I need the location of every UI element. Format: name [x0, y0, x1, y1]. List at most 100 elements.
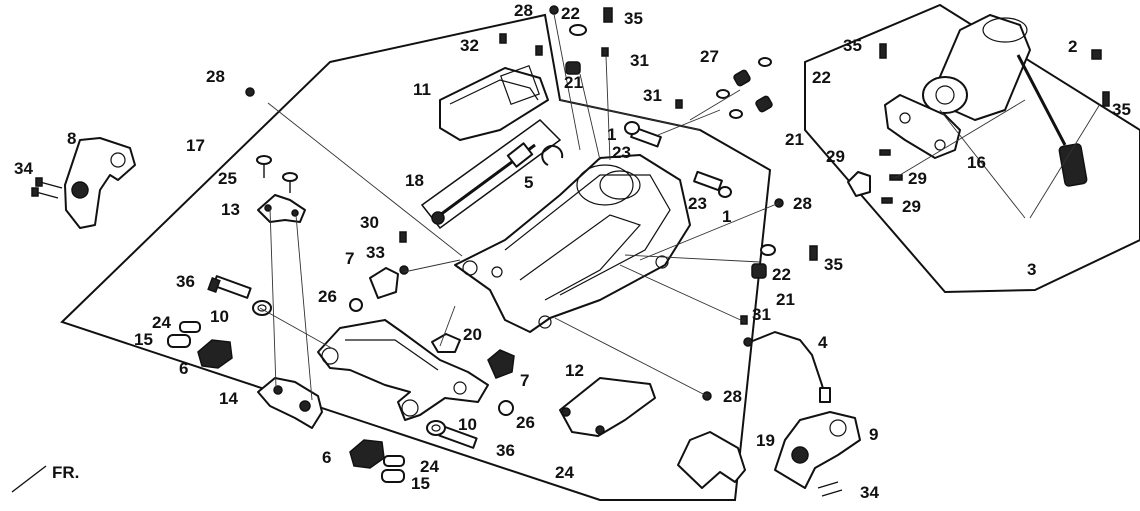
- bolt-part-35-top: [603, 7, 613, 23]
- callout-16: 16: [967, 153, 986, 172]
- washer-part-22-top: [569, 24, 587, 36]
- callout-34-left: 34: [14, 159, 33, 178]
- main-assembly-boundary: [60, 13, 772, 501]
- control-box-part-11: [439, 65, 549, 141]
- nut-part-26-top: [349, 298, 363, 312]
- bolts-part-25: [256, 155, 298, 193]
- motor-assembly: [884, 14, 1088, 187]
- washer-part-1-top: [624, 121, 640, 135]
- callout-7-top: 7: [345, 249, 354, 268]
- callout-30: 30: [360, 213, 379, 232]
- callout-labels: 1 1 2 3 4 5 6 6 7 7 8 9 10 10 11 12 13 1…: [14, 1, 1131, 502]
- clamp-part-13: [257, 194, 306, 223]
- callout-2: 2: [1068, 37, 1077, 56]
- bolt-part-35-right: [1102, 91, 1110, 107]
- callout-11: 11: [413, 80, 431, 99]
- callout-6-top: 6: [179, 359, 188, 378]
- callout-24-top: 24: [152, 313, 171, 332]
- bolt-part-2: [1091, 49, 1102, 60]
- fastener-part-29-c: [847, 171, 893, 204]
- front-direction-indicator: FR.: [11, 463, 79, 493]
- pin-part-15-bottom: [381, 469, 405, 483]
- nut-part-28-left: [245, 87, 255, 97]
- rubber-block-part-7-top: [369, 267, 399, 299]
- callout-28-bottom: 28: [723, 387, 742, 406]
- clip-part-20: [431, 333, 461, 353]
- washer-part-22-lower: [760, 244, 776, 256]
- callout-32: 32: [460, 36, 479, 55]
- cover-part-19: [677, 431, 746, 489]
- callout-29-c: 29: [902, 197, 921, 216]
- callout-3: 3: [1027, 260, 1036, 279]
- callout-35-right: 35: [1112, 100, 1131, 119]
- callout-35-motor: 35: [843, 36, 862, 55]
- callout-28-left: 28: [206, 67, 225, 86]
- bolt-part-23-right: [693, 170, 723, 192]
- bolt-part-35-lower: [809, 245, 818, 261]
- callout-31-lower: 31: [752, 305, 771, 324]
- washer-part-27: [716, 89, 743, 119]
- mount-part-6-bottom: [349, 439, 385, 469]
- pin-part-24-top: [179, 321, 201, 333]
- screws-part-32: [499, 33, 543, 56]
- spring-part-21-right: [733, 69, 773, 113]
- callout-22-top: 22: [561, 4, 580, 23]
- callout-21-top: 21: [564, 73, 583, 92]
- screws-part-34-left: [31, 177, 63, 199]
- bolt-part-30: [399, 231, 407, 243]
- nut-part-33: [399, 265, 409, 275]
- callout-1-right: 1: [722, 207, 731, 226]
- callout-23-right: 23: [688, 194, 707, 213]
- callout-6-bottom: 6: [322, 448, 331, 467]
- callout-5: 5: [524, 173, 533, 192]
- callout-10-bottom: 10: [458, 415, 477, 434]
- callout-8: 8: [67, 129, 76, 148]
- shaft-part-18: [420, 119, 562, 230]
- callout-7-bottom: 7: [520, 371, 529, 390]
- callout-36-top: 36: [176, 272, 195, 291]
- callout-25: 25: [218, 169, 237, 188]
- callout-20: 20: [463, 325, 482, 344]
- screw-part-31-lower: [740, 315, 748, 325]
- callout-22-lower: 22: [772, 265, 791, 284]
- callout-19: 19: [756, 431, 775, 450]
- pin-part-15-top: [167, 334, 191, 348]
- washer-part-1-right: [718, 186, 732, 198]
- callout-9: 9: [869, 425, 878, 444]
- callout-10-top: 10: [210, 307, 229, 326]
- bracket-part-8: [64, 137, 136, 229]
- callout-28-right: 28: [793, 194, 812, 213]
- callout-26-bottom: 26: [516, 413, 535, 432]
- callout-27: 27: [700, 47, 719, 66]
- screws-part-34-right: [817, 481, 843, 497]
- spring-part-21-lower: [751, 263, 767, 279]
- callout-28-top: 28: [514, 1, 533, 20]
- swing-arm-bracket: [317, 319, 489, 421]
- callout-15-top: 15: [134, 330, 153, 349]
- callout-23-top: 23: [612, 143, 631, 162]
- callout-22-right: 22: [812, 68, 831, 87]
- pin-part-24-bottom: [383, 455, 405, 467]
- callout-24-unit: 24: [555, 463, 574, 482]
- callout-35-top: 35: [624, 9, 643, 28]
- callout-17: 17: [186, 136, 205, 155]
- callout-12: 12: [565, 361, 584, 380]
- callout-36-bottom: 36: [496, 441, 515, 460]
- callout-29-a: 29: [826, 147, 845, 166]
- callout-31-top: 31: [630, 51, 649, 70]
- callout-21-lower: 21: [776, 290, 795, 309]
- bushing-part-10-bottom: [426, 420, 446, 436]
- spring-part-21-top: [565, 61, 581, 75]
- screw-part-31-mid: [675, 99, 683, 109]
- callout-24-bottom: 24: [420, 457, 439, 476]
- bolt-part-35-motor: [879, 43, 887, 59]
- mount-part-6-top: [197, 339, 233, 369]
- main-housing: [454, 154, 691, 333]
- callout-31-mid: 31: [643, 86, 662, 105]
- callout-15-bottom: 15: [411, 474, 430, 493]
- callout-34-right: 34: [860, 483, 879, 502]
- callout-1-top: 1: [607, 125, 616, 144]
- callout-14: 14: [219, 389, 238, 408]
- leader-lines: [259, 13, 1101, 401]
